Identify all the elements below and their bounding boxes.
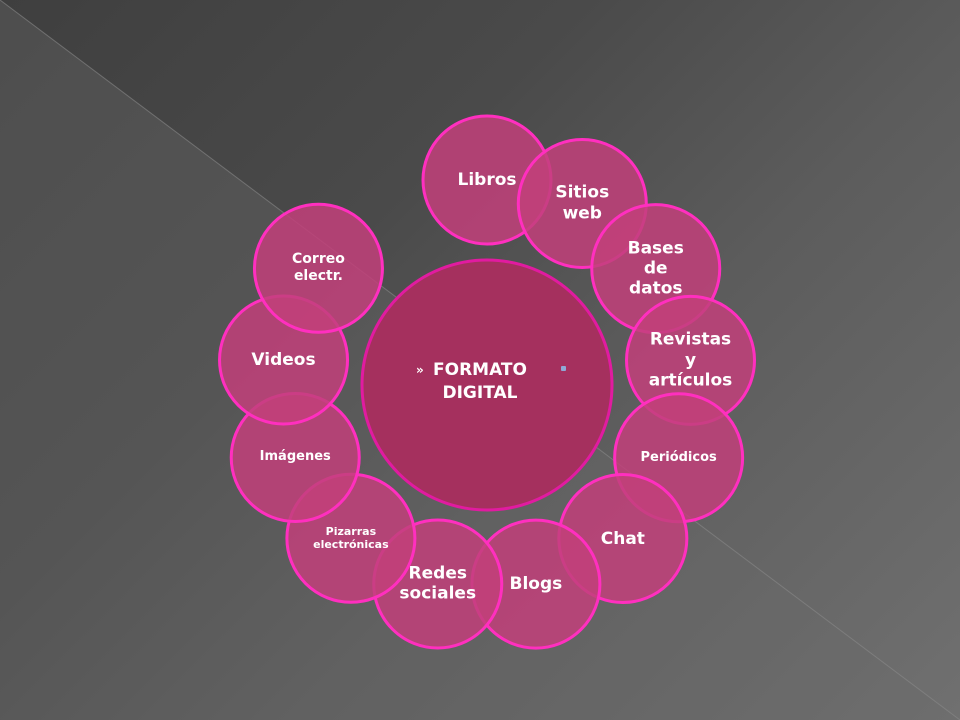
node-label-revistas: Revistas y artículos (648, 329, 733, 391)
node-label-chat: Chat (600, 528, 645, 549)
node-label-bases-de-datos: Bases de datos (627, 237, 684, 299)
center-circle (360, 258, 614, 512)
center-label-line2: DIGITAL (442, 383, 518, 403)
outer-nodes (218, 114, 757, 650)
node-circle-correo (252, 202, 384, 334)
node-label-videos: Videos (251, 349, 316, 370)
center-accent-dot (561, 366, 566, 371)
node-label-pizarras: Pizarras electrónicas (313, 525, 389, 552)
node-label-libros: Libros (457, 169, 517, 190)
node-label-blogs: Blogs (509, 573, 563, 594)
center-label-line1: FORMATO (433, 360, 527, 381)
node-label-periodicos: Periódicos (640, 450, 717, 465)
node-label-correo: Correo electr. (292, 251, 345, 285)
node-label-sitios-web: Sitios web (555, 183, 610, 224)
center-bullet-marker: » (416, 363, 424, 377)
node-label-redes-sociales: Redes sociales (399, 563, 477, 604)
node-label-imagenes: Imágenes (259, 449, 331, 465)
center-label: FORMATO DIGITAL (400, 359, 560, 405)
